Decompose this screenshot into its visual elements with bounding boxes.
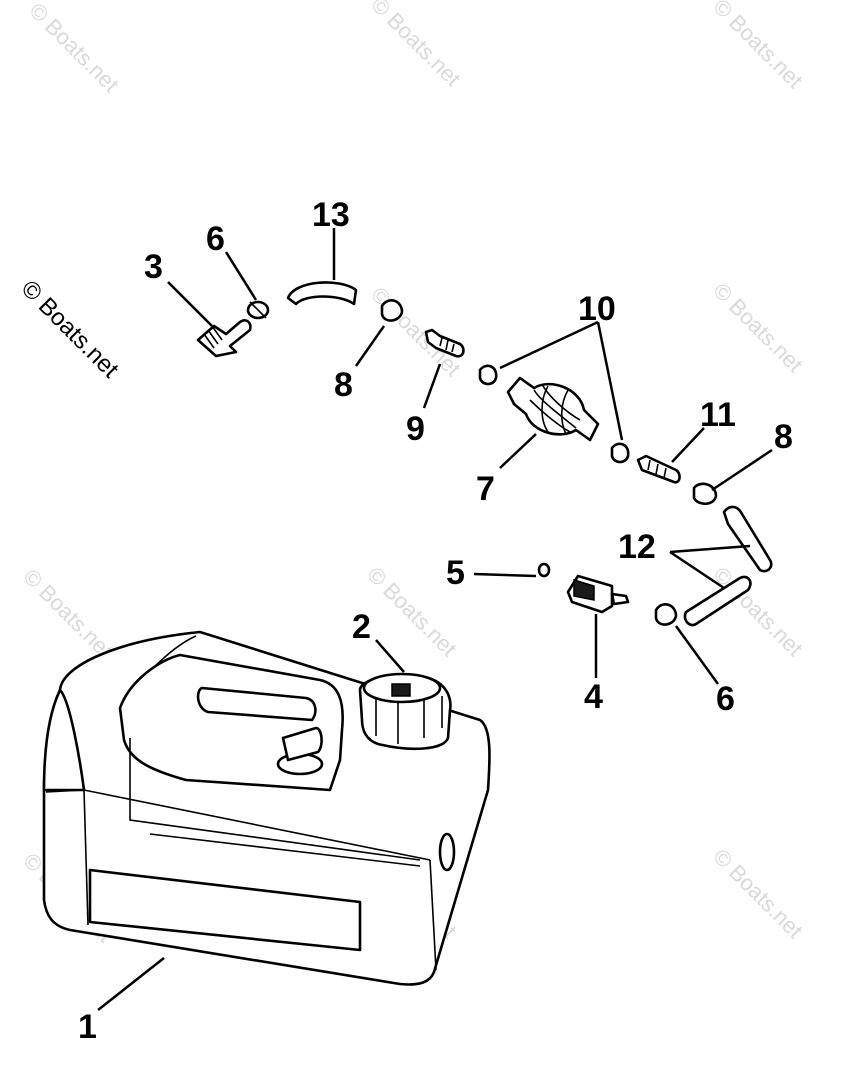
leader-8b xyxy=(711,448,773,492)
callout-5: 5 xyxy=(446,554,465,592)
watermark: © Boats.net xyxy=(708,562,807,661)
callout-10: 10 xyxy=(578,290,616,328)
watermark: © Boats.net xyxy=(366,0,465,91)
hose-clamp-primer-left xyxy=(478,364,498,386)
callout-12: 12 xyxy=(618,528,656,566)
hose-clamp-upper xyxy=(246,300,270,320)
leader-10b xyxy=(596,321,624,441)
callout-2: 2 xyxy=(352,608,371,646)
callout-8b: 8 xyxy=(774,418,793,456)
callout-13: 13 xyxy=(312,196,350,234)
leader-6b xyxy=(674,625,720,685)
tank-fitting xyxy=(196,319,252,358)
watermark: © Boats.net xyxy=(708,844,807,943)
leader-lines xyxy=(97,228,773,1011)
primer-bulb xyxy=(506,376,600,442)
fuel-hose-right xyxy=(683,505,773,627)
leader-7 xyxy=(499,433,537,469)
leader-3 xyxy=(167,281,213,327)
leader-10a xyxy=(499,320,599,370)
o-ring xyxy=(537,562,551,578)
callout-labels: 1 2 3 6 13 8 9 10 7 11 8 12 5 4 6 xyxy=(78,196,793,1046)
leader-11 xyxy=(671,427,705,463)
leader-12b xyxy=(669,550,725,590)
leader-6a xyxy=(224,251,258,301)
watermark: © Boats.net xyxy=(708,0,807,93)
leader-2 xyxy=(375,639,405,673)
watermark-dark: © Boats.net xyxy=(16,275,124,383)
fuel-connector xyxy=(566,574,630,614)
filler-cap xyxy=(358,672,452,751)
callout-6b: 6 xyxy=(716,680,735,718)
callout-4: 4 xyxy=(584,678,603,716)
hose-clamp-lower xyxy=(654,603,678,626)
watermark: © Boats.net xyxy=(18,564,117,663)
callout-9: 9 xyxy=(406,410,425,448)
leader-1 xyxy=(97,957,165,1011)
callout-8a: 8 xyxy=(334,366,353,404)
callout-7: 7 xyxy=(476,470,495,508)
hose-clamp-mid xyxy=(380,299,404,322)
hose-connector xyxy=(424,328,465,358)
leader-9 xyxy=(422,363,442,409)
watermark: © Boats.net xyxy=(708,278,807,377)
leader-8a xyxy=(354,325,386,367)
leader-12a xyxy=(669,544,751,554)
callout-6a: 6 xyxy=(206,220,225,258)
hose-clamp-right xyxy=(692,482,718,506)
fuel-hose-upper xyxy=(286,281,358,306)
callout-1: 1 xyxy=(78,1008,97,1046)
callout-11: 11 xyxy=(700,396,736,434)
watermark: © Boats.net xyxy=(24,0,123,97)
check-valve-connector xyxy=(636,454,681,484)
callout-3: 3 xyxy=(144,248,163,286)
hose-clamp-primer-right xyxy=(610,442,630,464)
leader-5 xyxy=(473,572,537,578)
